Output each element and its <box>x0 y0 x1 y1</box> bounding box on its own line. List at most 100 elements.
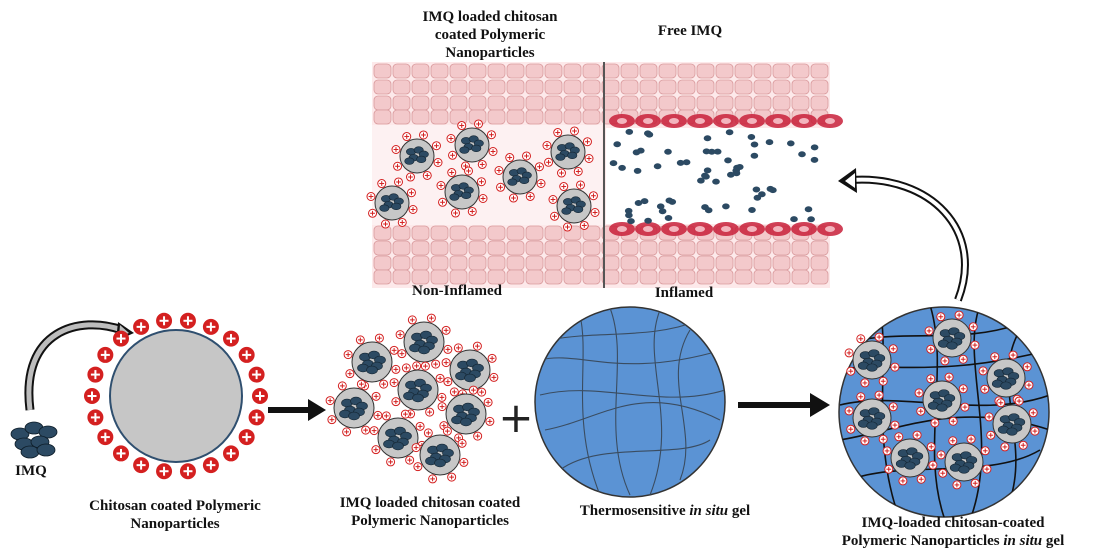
tissue-cell <box>525 225 544 241</box>
free-imq-particle <box>810 144 819 151</box>
imq-drug-cluster <box>10 421 58 459</box>
tissue-cell <box>772 79 791 95</box>
tissue-cell <box>810 255 829 271</box>
tissue-cell <box>658 63 677 79</box>
tissue-cell <box>753 269 772 285</box>
free-imq-particle <box>752 186 761 193</box>
tissue-cell <box>563 255 582 271</box>
free-imq-particle <box>798 151 806 158</box>
np-drug <box>555 153 566 161</box>
np-drug <box>460 417 472 427</box>
tissue-cell <box>449 255 468 271</box>
loaded-nanoparticle <box>343 333 401 391</box>
tissue-cell <box>506 95 525 111</box>
np-drug <box>434 458 446 468</box>
tissue-cell <box>696 269 715 285</box>
tissue-cell <box>449 269 468 285</box>
inflamed-cell-core <box>747 226 757 232</box>
tissue-cell <box>392 63 411 79</box>
free-imq-particle <box>613 141 621 148</box>
tissue-cell <box>639 255 658 271</box>
tissue-cell <box>677 240 696 256</box>
tissue-cell <box>544 269 563 285</box>
tissue-cell <box>810 95 829 111</box>
inflamed-cell-core <box>617 118 627 124</box>
free-imq-particle <box>750 152 759 159</box>
free-imq-particle <box>644 217 652 224</box>
tissue-cell <box>620 240 639 256</box>
inflamed-cell-core <box>773 118 783 124</box>
tissue-cell <box>392 269 411 285</box>
np-drug <box>958 465 970 474</box>
tissue-cell <box>373 95 392 111</box>
tissue-cell <box>525 79 544 95</box>
tissue-cell <box>373 63 392 79</box>
loaded-nanoparticle <box>411 426 469 484</box>
inflamed-cell-core <box>825 118 835 124</box>
tissue-cell <box>392 240 411 256</box>
tissue-cell <box>734 63 753 79</box>
free-imq-particle <box>766 185 775 192</box>
np-drug <box>567 151 578 160</box>
free-imq-particle <box>676 159 685 166</box>
inflamed-cell-core <box>669 226 679 232</box>
plus-sign: + <box>498 393 533 442</box>
tissue-cell <box>715 255 734 271</box>
np-drug <box>391 202 402 211</box>
tissue-cell <box>411 269 430 285</box>
np-drug <box>459 146 470 154</box>
tissue-cell <box>411 63 430 79</box>
tissue-cell <box>563 95 582 111</box>
curved-arrow-return <box>838 168 969 302</box>
free-imq-particle <box>625 212 633 219</box>
loaded-nanoparticle <box>984 396 1040 452</box>
np-drug <box>904 461 916 470</box>
tissue-cell <box>468 63 487 79</box>
tissue-cell <box>544 255 563 271</box>
inflamed-cell-core <box>773 226 783 232</box>
tissue-cell <box>468 269 487 285</box>
tissue-cell <box>411 109 430 125</box>
tissue-cell <box>411 225 430 241</box>
label-part: Polymeric Nanoparticles <box>841 533 1004 549</box>
free-imq-particle <box>625 128 634 135</box>
tissue-cell <box>601 240 620 256</box>
tissue-cell <box>411 79 430 95</box>
loaded-nanoparticle <box>844 390 900 446</box>
tissue-cell <box>791 240 810 256</box>
np-drug <box>936 403 948 412</box>
free-imq-particle <box>713 148 722 155</box>
loaded-nanoparticle <box>366 177 418 229</box>
arrow-to-final <box>738 393 830 417</box>
tissue-cell <box>563 240 582 256</box>
tissue-cell <box>506 63 525 79</box>
tissue-cell <box>506 79 525 95</box>
tissue-cell <box>677 269 696 285</box>
tissue-cell <box>639 269 658 285</box>
tissue-cell <box>772 95 791 111</box>
free-imq-particle <box>787 140 795 147</box>
tissue-cell <box>373 255 392 271</box>
label-line: Nanoparticles <box>445 45 535 61</box>
tissue-cell <box>715 95 734 111</box>
loaded-nanoparticle <box>369 409 427 467</box>
tissue-cell <box>392 255 411 271</box>
tissue-cell <box>715 79 734 95</box>
label-part-italic: in situ <box>689 503 729 519</box>
np-drug <box>412 393 424 403</box>
free-imq-particle <box>725 129 734 136</box>
free-imq-particle <box>653 163 662 170</box>
tissue-cell <box>791 269 810 285</box>
tissue-cell <box>487 255 506 271</box>
tissue-cell <box>563 269 582 285</box>
tissue-cell <box>791 63 810 79</box>
loaded-nanoparticle <box>446 119 498 171</box>
inflamed-cell-core <box>669 118 679 124</box>
np-drug <box>461 191 472 200</box>
tissue-cell <box>430 63 449 79</box>
np-drug <box>392 441 404 451</box>
free-imq-particle <box>664 215 673 221</box>
label-line: IMQ loaded chitosan <box>422 9 558 25</box>
tissue-cell <box>772 255 791 271</box>
tissue-cell <box>563 63 582 79</box>
